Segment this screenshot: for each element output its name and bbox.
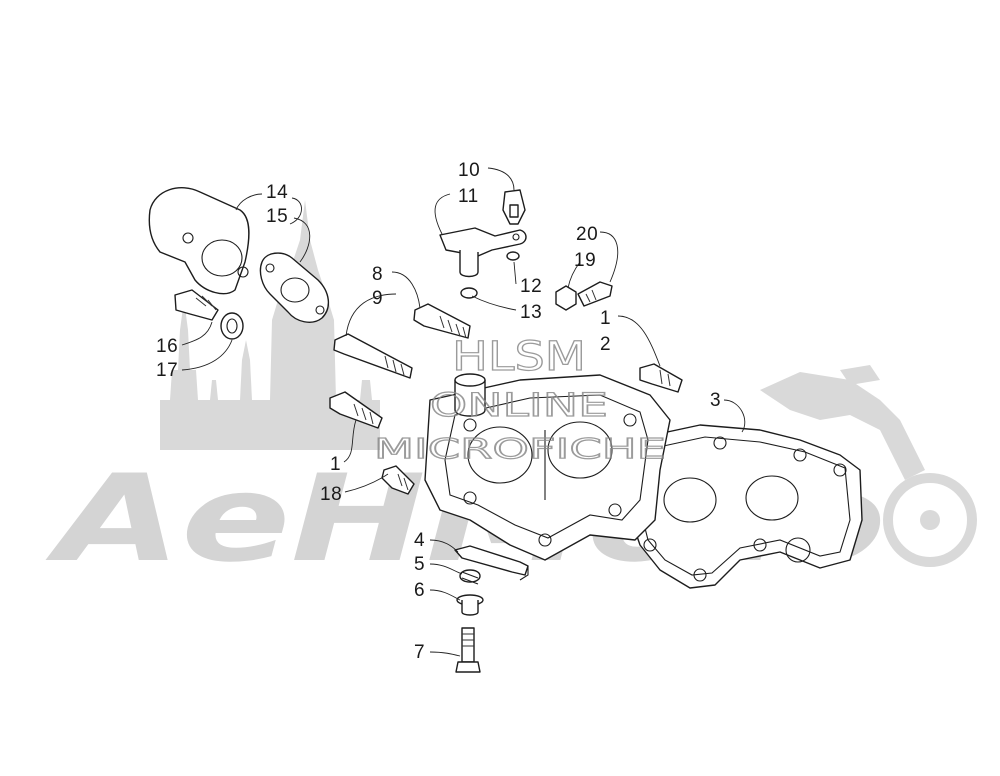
callout-9: 9 (372, 288, 383, 309)
lever-part-4 (454, 545, 529, 581)
watermark-motorcycle (760, 365, 977, 567)
bolt-part-1-right (639, 363, 683, 393)
callout-7: 7 (414, 642, 425, 663)
callout-6: 6 (414, 580, 425, 601)
callout-14: 14 (266, 182, 288, 203)
callout-5: 5 (414, 554, 425, 575)
callout-13: 13 (520, 302, 542, 323)
callout-12: 12 (520, 276, 542, 297)
callout-18: 18 (320, 484, 342, 505)
bolt-part-8 (413, 303, 471, 339)
washer-part-17 (220, 312, 244, 340)
bolt-part-1-left (329, 391, 383, 429)
callout-1-right: 1 (600, 308, 611, 329)
callout-20: 20 (576, 224, 598, 245)
callout-16: 16 (156, 336, 178, 357)
callout-8: 8 (372, 264, 383, 285)
o-ring-part-12 (506, 251, 520, 261)
nut-part-20 (555, 285, 577, 311)
callout-10: 10 (458, 160, 480, 181)
o-ring-part-13 (460, 287, 478, 299)
gasket-part-15 (259, 252, 329, 323)
bracket-part-11 (439, 227, 527, 278)
bushing-part-6 (456, 594, 484, 616)
callout-11: 11 (458, 186, 479, 207)
callout-19: 19 (574, 250, 596, 271)
sensor-part-10 (502, 189, 526, 225)
stamp-line-3: MICROFICHE (374, 432, 666, 465)
callout-labels: 14 15 16 17 8 9 10 11 12 13 20 19 1 2 1 … (156, 160, 721, 663)
gasket-part-3 (627, 424, 863, 589)
manifold-body (424, 373, 671, 561)
fitting-part-16 (174, 289, 219, 321)
stamp-line-2: ONLINE (430, 386, 608, 424)
spring-part-5 (459, 569, 481, 585)
bolt-part-19 (577, 281, 613, 307)
watermark-skyline (160, 200, 380, 450)
thermostat-housing-part-14 (148, 187, 250, 295)
callout-1-left: 1 (330, 454, 341, 475)
bolt-part-7 (455, 627, 481, 673)
watermark-stamp: HLSM ONLINE MICROFICHE (373, 333, 666, 465)
callout-3: 3 (710, 390, 721, 411)
stamp-line-1: HLSM (452, 334, 586, 380)
callout-2: 2 (600, 334, 611, 355)
leader-lines (181, 167, 746, 657)
callout-17: 17 (156, 360, 178, 381)
callout-4: 4 (414, 530, 425, 551)
callout-15: 15 (266, 206, 288, 227)
bolt-part-9 (333, 333, 413, 379)
